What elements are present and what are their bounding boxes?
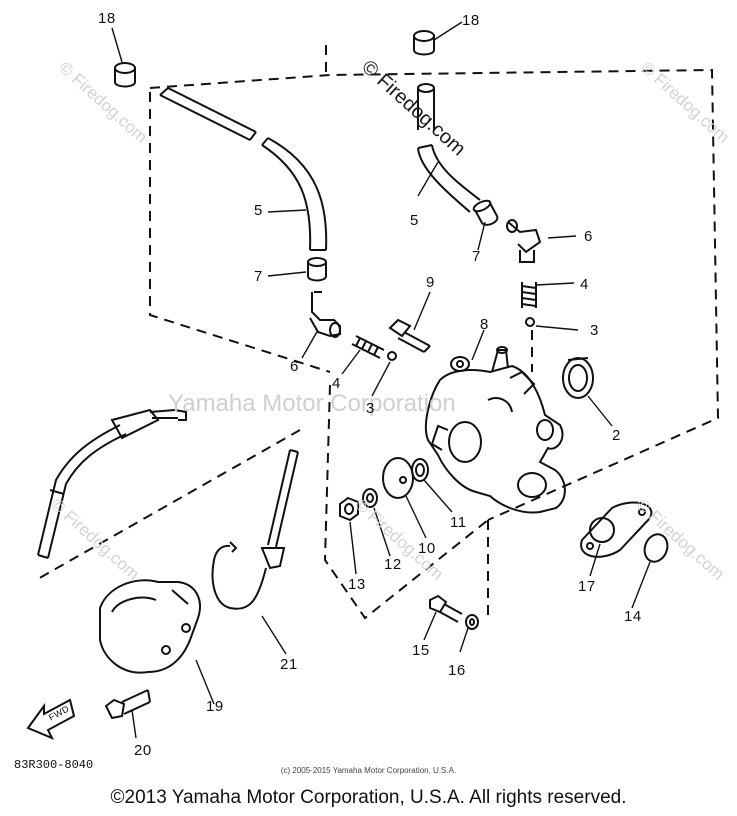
label-13: 13: [348, 576, 366, 593]
label-8: 8: [480, 316, 489, 333]
label-3-left: 3: [366, 400, 375, 417]
clamp-7-right: [472, 199, 499, 226]
washer-14: [643, 533, 669, 563]
label-7-right: 7: [472, 248, 481, 265]
label-6-left: 6: [290, 358, 299, 375]
label-11: 11: [450, 514, 467, 531]
hose-right: [417, 83, 481, 213]
bolt-9: [388, 318, 431, 353]
label-4-left: 4: [332, 375, 341, 392]
clamp-7-left: [307, 257, 327, 282]
dashed-boundary: [35, 45, 720, 620]
fwd-arrow-icon: [26, 698, 76, 740]
label-21: 21: [280, 656, 298, 673]
spring-4-right: [521, 282, 537, 308]
ball-3-left: [387, 351, 397, 361]
label-3-right: 3: [590, 322, 599, 339]
plate-10: [382, 457, 414, 499]
label-2: 2: [612, 427, 621, 444]
diagram-code: 83R300-8040: [14, 758, 94, 772]
ball-3-right: [525, 317, 535, 327]
label-18-right: 18: [462, 12, 480, 29]
oil-seal-2: [562, 357, 594, 399]
label-17: 17: [578, 578, 596, 595]
label-5-right: 5: [410, 212, 419, 229]
oil-pump-body: [424, 346, 566, 514]
cable-21: [211, 449, 299, 610]
label-14: 14: [624, 608, 642, 625]
washer-16: [465, 614, 479, 630]
hose-left: [159, 87, 328, 251]
label-20: 20: [134, 742, 152, 759]
drive-cable: [37, 408, 187, 559]
leader-lines: [111, 21, 651, 739]
copyright-notice: ©2013 Yamaha Motor Corporation, U.S.A. A…: [110, 787, 627, 808]
cap-18-right: [413, 30, 435, 56]
fitting-6-left: [309, 291, 341, 338]
label-19: 19: [206, 698, 224, 715]
fine-copyright: (c) 2005-2015 Yamaha Motor Corporation, …: [280, 766, 457, 775]
washer-12: [362, 488, 378, 508]
label-6-right: 6: [584, 228, 593, 245]
cap-18-left: [114, 62, 136, 88]
cover-19: [99, 579, 201, 674]
label-7-left: 7: [254, 268, 263, 285]
label-12: 12: [384, 556, 402, 573]
gasket-17: [580, 501, 653, 558]
bolt-15: [429, 594, 463, 623]
label-10: 10: [418, 540, 436, 557]
nut-13: [339, 496, 359, 522]
label-15: 15: [412, 642, 430, 659]
bolt-20: [104, 689, 151, 720]
label-5-left: 5: [254, 202, 263, 219]
spring-4-left: [351, 335, 385, 359]
label-9: 9: [426, 274, 435, 291]
label-4-right: 4: [580, 276, 589, 293]
label-18-left: 18: [98, 10, 116, 27]
label-16: 16: [448, 662, 466, 679]
washer-11: [411, 458, 429, 482]
center-watermark: Yamaha Motor Corporation: [168, 390, 456, 417]
fitting-6-right: [506, 219, 542, 263]
